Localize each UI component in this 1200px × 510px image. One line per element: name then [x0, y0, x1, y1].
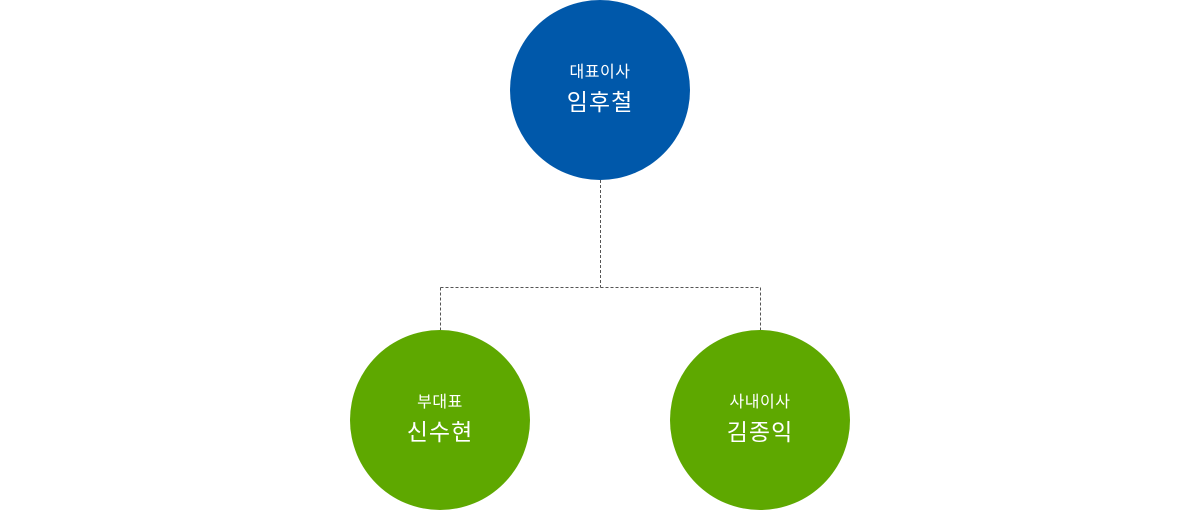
- ceo-role: 대표이사: [569, 62, 631, 81]
- director-node: 사내이사 김종익: [670, 330, 850, 510]
- director-role: 사내이사: [729, 392, 791, 411]
- vice-president-role: 부대표: [417, 392, 463, 411]
- ceo-name: 임후철: [566, 90, 634, 116]
- vice-president-name: 신수현: [406, 420, 474, 446]
- vice-president-node: 부대표 신수현: [350, 330, 530, 510]
- director-name: 김종익: [726, 420, 794, 446]
- ceo-node: 대표이사 임후철: [510, 0, 690, 180]
